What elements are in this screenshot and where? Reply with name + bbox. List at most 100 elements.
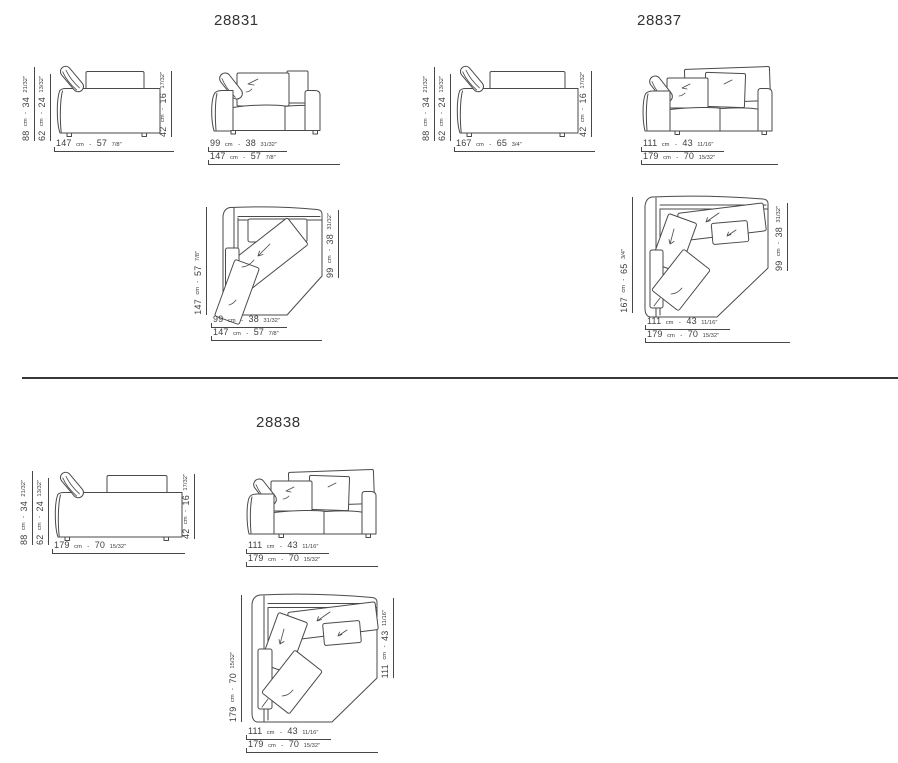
dimension-text: 179 cm - 70 15/32″ [248, 549, 320, 565]
dim-28831-front-inner: 99 cm - 38 31/32″ [208, 138, 287, 152]
crease-mark [723, 79, 733, 85]
dimension-text: 167 cm - 65 3/4″ [616, 249, 632, 313]
pillow-left [666, 77, 709, 109]
dim-cm-unit: cm [579, 114, 586, 123]
dim-cm-value: 99 [324, 267, 335, 278]
dim-inch-fraction: 31/32 [263, 318, 278, 324]
product-code-28831: 28831 [214, 12, 259, 29]
inch-mark: ″ [273, 155, 276, 161]
dim-28838-front-overall: 179 cm - 70 15/32″ [246, 554, 378, 567]
seat-body [273, 509, 365, 535]
dim-28837-front-inner: 111 cm - 43 11/16″ [641, 139, 724, 152]
pillow [710, 220, 750, 245]
dim-inch-value: 38 [245, 138, 256, 148]
inch-mark: ″ [381, 609, 388, 612]
dim-cm-unit: cm [381, 651, 388, 660]
dimension-text: 111 cm - 43 11/16″ [647, 312, 717, 328]
dim-inch-value: 38 [324, 234, 335, 245]
crease-mark [282, 486, 295, 500]
dimension-line [393, 598, 394, 678]
arm-contour [459, 90, 463, 133]
arm-contour [59, 90, 63, 133]
dim-inch-fraction: 7/8 [111, 142, 120, 148]
dim-inch-value: 16 [577, 93, 588, 104]
dim-inch-value: 43 [686, 316, 697, 326]
dim-separator: - [279, 730, 282, 736]
dim-inch-fraction: 21/32 [422, 78, 429, 93]
inch-mark: ″ [119, 142, 122, 148]
inch-mark: ″ [277, 318, 280, 324]
arm-cushion [219, 72, 243, 100]
dim-separator: - [326, 248, 333, 251]
crease-mark [653, 297, 661, 307]
dimension-line [338, 210, 339, 278]
inch-mark: ″ [715, 320, 718, 326]
dim-inch-value: 57 [192, 265, 203, 277]
dim-inch-fraction: 11/16 [697, 142, 712, 148]
dim-cm-unit: cm [229, 694, 236, 702]
dim-cm-unit: cm [233, 331, 241, 337]
dimension-text: 42 cm - 16 17/32″ [575, 72, 591, 137]
dim-cm-unit: cm [775, 248, 782, 257]
dim-separator: - [229, 687, 236, 690]
seat-body [669, 106, 761, 132]
dim-separator: - [678, 320, 681, 326]
arm-contour [214, 93, 218, 131]
foot [66, 132, 72, 137]
dim-cm-value: 111 [248, 726, 263, 736]
foot [312, 130, 318, 135]
dimension-text: 111 cm - 43 11/16″ [248, 536, 318, 552]
dim-28838-seat-height: 42 cm - 16 17/32″ [181, 474, 195, 539]
crease-mark [670, 287, 683, 295]
arrow [668, 228, 675, 245]
dim-separator: - [674, 142, 677, 148]
dim-inch-fraction: 17/32 [182, 476, 189, 491]
foot [365, 533, 371, 538]
dim-separator: - [489, 142, 492, 148]
dim-cm-value: 167 [618, 297, 629, 313]
inch-mark: ″ [717, 333, 720, 339]
inch-mark: ″ [422, 76, 429, 79]
pillow-right [703, 71, 747, 109]
armrest [246, 493, 275, 535]
dimension-text: 88 cm - 34 21/32″ [16, 480, 32, 545]
dim-cm-value: 99 [773, 260, 784, 271]
dim-cm-unit: cm [438, 118, 445, 127]
foot [141, 132, 147, 137]
dim-inch-value: 70 [94, 540, 106, 550]
inch-mark: ″ [22, 76, 29, 79]
dimension-text: 179 cm - 70 15/32″ [647, 325, 719, 341]
dim-cm-value: 62 [36, 130, 47, 141]
dim-cm-value: 147 [210, 151, 226, 161]
dimension-text: 111 cm - 43 11/16″ [643, 134, 713, 150]
dim-inch-fraction: 11/16 [302, 730, 317, 736]
dim-separator: - [243, 155, 246, 161]
back-pillow [236, 72, 290, 107]
plan-view-28837 [644, 195, 769, 318]
arm-contour [57, 494, 61, 537]
dim-cm-unit: cm [230, 155, 238, 161]
inch-mark: ″ [38, 76, 45, 79]
dim-inch-value: 57 [253, 327, 265, 337]
inch-mark: ″ [229, 651, 236, 654]
dim-28837-front-overall: 179 cm - 70 15/32″ [641, 152, 778, 165]
dim-inch-fraction: 3/4 [511, 142, 520, 148]
dim-cm-value: 88 [18, 534, 29, 545]
dim-inch-value: 43 [682, 138, 693, 148]
dim-separator: - [620, 278, 627, 281]
dim-cm-value: 111 [647, 316, 662, 326]
dim-cm-value: 179 [248, 739, 264, 749]
arrow [316, 611, 331, 622]
dim-cm-value: 147 [192, 299, 203, 315]
dimension-text: 42 cm - 16 17/32″ [178, 474, 194, 539]
dim-cm-unit: cm [268, 557, 276, 563]
crease-mark [281, 689, 294, 697]
plan-view-28838 [251, 593, 379, 723]
dimension-text: 179 cm - 70 15/32″ [643, 147, 715, 163]
dim-inch-fraction: 13/32 [438, 78, 445, 93]
back-cushion [106, 475, 168, 494]
dim-cm-unit: cm [266, 544, 275, 550]
crease-mark [678, 83, 691, 97]
dim-separator: - [87, 544, 90, 550]
dimension-text: 99 cm - 38 31/32″ [322, 213, 338, 278]
